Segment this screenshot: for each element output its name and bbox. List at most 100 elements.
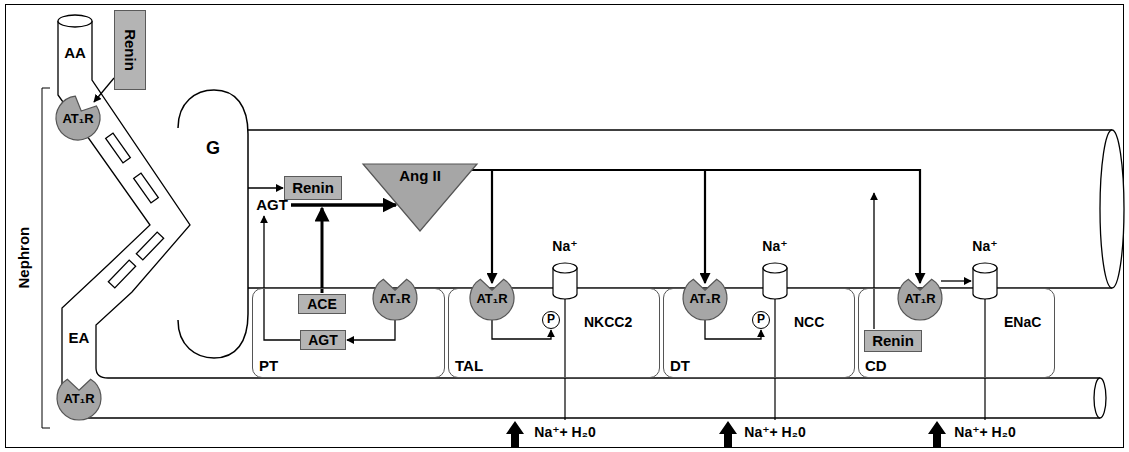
substrate-box: AGT [300, 330, 346, 350]
receptor-symbol: AT₁R [56, 375, 102, 421]
node-label: AT₁R [62, 112, 93, 127]
renin-box: Renin [864, 330, 922, 352]
enzyme-box: ACE [298, 294, 346, 314]
node-label: Renin [292, 179, 334, 196]
thick-arrow [321, 208, 324, 293]
ion-label: Na⁺ [552, 238, 577, 254]
flux-line [774, 299, 775, 420]
tubule-end [1100, 130, 1124, 288]
phospho-shape [543, 312, 560, 329]
triangle-shape [363, 164, 477, 231]
reabsorption-arrow [506, 421, 524, 447]
connector-arrow [248, 187, 283, 188]
receptor-shape [898, 279, 942, 320]
receptor-shape [57, 379, 101, 420]
receptor-symbol: AT₁R [897, 275, 943, 321]
reabsorption-label: Na⁺+ H₂0 [744, 424, 805, 440]
connector-arrow [472, 170, 920, 283]
tubule-cell: TAL AT₁R NKCC2 P [448, 288, 660, 378]
capsule-outline [158, 88, 250, 360]
region-label: Nephron [15, 227, 32, 289]
ion-label: Na⁺ [762, 238, 787, 254]
connector-arrow [472, 170, 492, 283]
channel-top [763, 263, 787, 273]
channel-outline [972, 262, 998, 300]
nephron-bracket [42, 88, 50, 428]
node-label: AT₁R [689, 292, 720, 307]
receptor-shape [373, 279, 417, 320]
node-label: P [547, 313, 555, 327]
capsule-shape [178, 90, 248, 358]
node-label: ACE [307, 296, 337, 312]
reabsorption-label: Na⁺+ H₂0 [954, 424, 1015, 440]
node-label: AT₁R [476, 292, 507, 307]
capillary-loop [136, 232, 163, 260]
capillary-loop [108, 260, 135, 288]
transporter-channel: ENaC [972, 262, 998, 300]
node-label: Renin [872, 332, 914, 349]
connector-arrow [941, 280, 971, 281]
node-label: AT₁R [63, 392, 94, 407]
capillary-loop [106, 133, 131, 163]
node-label: Ang II [399, 167, 441, 184]
receptor-symbol: AT₁R [372, 275, 418, 321]
capillary-loop [134, 173, 159, 203]
node-label: PT [259, 357, 278, 374]
channel-top [553, 263, 577, 273]
angiotensin-triangle: Ang II [362, 163, 478, 232]
node-label: Renin [121, 29, 138, 71]
receptor-symbol: AT₁R [682, 275, 728, 321]
node-label: TAL [455, 357, 483, 374]
connector-arrow [94, 78, 114, 102]
node-label: AT₁R [379, 292, 410, 307]
renin-box: Renin [284, 176, 342, 200]
reabsorption-arrow [928, 421, 946, 447]
frame [6, 5, 1124, 448]
transporter-channel: NKCC2 [552, 262, 578, 300]
vessel-wall [58, 21, 1100, 418]
receptor-symbol: AT₁R [55, 95, 101, 141]
reabsorption-label: Na⁺+ H₂0 [534, 424, 595, 440]
channel-top [973, 263, 997, 273]
receptor-shape [470, 279, 514, 320]
node-label: AGT [308, 332, 338, 348]
channel-outline [552, 262, 578, 300]
tubule-cell: CD AT₁R ENaC Renin [858, 288, 1055, 378]
receptor-shape [683, 279, 727, 320]
phospho-circle: P [542, 311, 560, 329]
node-label: DT [670, 357, 690, 374]
connector-arrow [472, 170, 705, 283]
vessel-wall [92, 21, 1100, 378]
tubule-cell: DT AT₁R NCC P [663, 288, 855, 378]
vessel-end [1094, 378, 1106, 418]
node-label: P [757, 313, 765, 327]
node-label: NKCC2 [584, 314, 632, 330]
vessel-label: AA [64, 44, 86, 61]
transporter-channel: NCC [762, 262, 788, 300]
receptor-symbol: AT₁R [469, 275, 515, 321]
connector-arrow [347, 320, 395, 340]
flux-line [564, 299, 565, 420]
connector-arrow [492, 320, 551, 339]
node-label: ENaC [1004, 314, 1041, 330]
node-label: NCC [794, 314, 824, 330]
reabsorption-arrow [719, 421, 737, 447]
thin-arrow [873, 193, 874, 329]
node-label: CD [865, 357, 887, 374]
tubule-cell: PT ACE AT₁R AGT [252, 288, 445, 378]
renin-box: Renin [114, 10, 146, 90]
phospho-shape [753, 312, 770, 329]
thick-arrow [291, 203, 396, 207]
thin-arrow [264, 216, 300, 340]
channel-outline [762, 262, 788, 300]
ion-label: Na⁺ [972, 238, 997, 254]
receptor-shape [56, 96, 100, 140]
tubule-wall [248, 129, 1112, 130]
vessel-end [58, 15, 92, 27]
vessel-label: EA [69, 329, 90, 346]
node-label: AT₁R [904, 292, 935, 307]
glomerulus-capsule: G [158, 88, 250, 360]
